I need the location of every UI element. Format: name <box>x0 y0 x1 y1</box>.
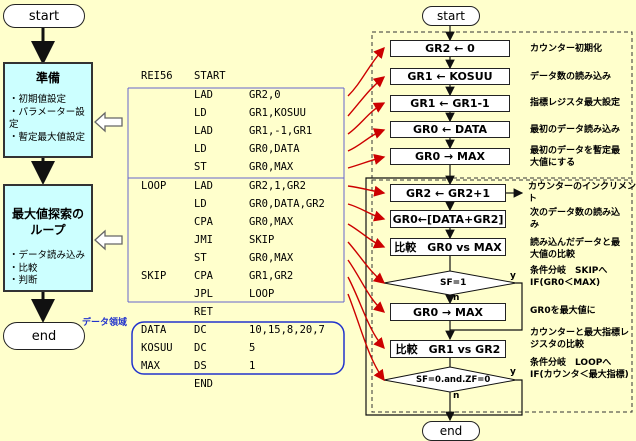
code-op: ST <box>194 161 207 173</box>
code-op: ST <box>194 252 207 264</box>
note: 条件分岐 LOOPへ IF(カウンタ＜最大指標) <box>530 358 629 380</box>
prepare-item: ・パラメーター設定 <box>9 106 85 131</box>
dashed-regions <box>371 31 633 413</box>
code-op: LD <box>194 107 207 119</box>
code-operand: GR0,DATA <box>249 143 300 155</box>
search-loop-block-items: ・データ読み込み ・比較 ・判断 <box>9 250 91 288</box>
code-op: JPL <box>194 288 213 300</box>
note: 次のデータ数の読み込 み <box>530 208 621 230</box>
code-operand: 5 <box>249 342 256 354</box>
code-operand: GR1,GR2 <box>249 270 294 282</box>
decision-loop-no: n <box>453 391 460 401</box>
flow-end-terminal: end <box>422 421 480 441</box>
code-op: RET <box>194 306 213 318</box>
flow-start-terminal: start <box>422 6 480 26</box>
code-operand: SKIP <box>249 234 275 246</box>
flow-box-load-kosuu: GR1 ← KOSUU <box>390 68 510 85</box>
code-outlines <box>127 87 345 303</box>
prepare-block-items: ・初期値設定 ・パラメーター設定 ・暫定最大値設定 <box>9 94 91 144</box>
decision-sf1-label: SF=1 <box>440 278 467 288</box>
code-operand: 10,15,8,20,7 <box>249 324 325 336</box>
code-op: DC <box>194 324 207 336</box>
flow-box-init-gr2: GR2 ← 0 <box>390 40 510 57</box>
note: 最初のデータを暫定最 大値にする <box>530 146 621 168</box>
code-row: MAX DS 1 <box>141 360 255 372</box>
code-to-flow-arrows <box>347 46 386 382</box>
code-operand: LOOP <box>249 288 275 300</box>
code-op: START <box>194 70 226 82</box>
code-operand: GR0,MAX <box>249 161 294 173</box>
note: 最初のデータ読み込み <box>530 125 621 135</box>
decision-loop-label: SF=0.and.ZF=0 <box>416 375 491 385</box>
code-label: LOOP <box>141 180 167 192</box>
code-operand: GR2,1,GR2 <box>249 180 306 192</box>
code-operand: GR0,MAX <box>249 216 294 228</box>
code-header: REI56 START <box>141 70 226 82</box>
code-operand: 1 <box>249 360 256 372</box>
decision-sf1-yes: y <box>510 271 516 281</box>
hollow-arrows <box>94 111 123 251</box>
code-op: DS <box>194 360 207 372</box>
note: カウンターのインクリメント <box>528 182 636 204</box>
code-row: LOOP LAD GR2,1,GR2 <box>141 180 306 192</box>
code-operand: GR0,MAX <box>249 252 294 264</box>
code-op: DC <box>194 342 207 354</box>
flow-box-update-max: GR0 → MAX <box>390 303 506 321</box>
code-row: SKIP CPA GR1,GR2 <box>141 270 293 282</box>
flow-box-inc-gr2: GR2 ← GR2+1 <box>390 184 506 202</box>
code-row: DATA DC 10,15,8,20,7 <box>141 324 325 336</box>
prepare-item: ・暫定最大値設定 <box>9 131 86 143</box>
search-loop-item: ・比較 <box>9 262 38 274</box>
left-start-terminal: start <box>3 4 85 28</box>
flow-box-load-data: GR0 ← DATA <box>390 121 510 138</box>
code-op: LAD <box>194 180 213 192</box>
note: 条件分岐 SKIPへ IF(GR0＜MAX) <box>530 266 608 288</box>
code-op: LD <box>194 143 207 155</box>
code-label: MAX <box>141 360 160 372</box>
left-end-terminal: end <box>3 322 85 350</box>
code-op: CPA <box>194 216 213 228</box>
note: GR0を最大値に <box>530 306 596 316</box>
prepare-block: 準備 ・初期値設定 ・パラメーター設定 ・暫定最大値設定 <box>3 62 93 158</box>
code-op: LD <box>194 198 207 210</box>
code-op: LAD <box>194 125 213 137</box>
code-operand: GR2,0 <box>249 89 281 101</box>
right-flow-lines <box>365 24 524 422</box>
code-operand: GR1,KOSUU <box>249 107 306 119</box>
note: カウンター初期化 <box>530 44 603 54</box>
search-loop-block: 最大値探索の ループ ・データ読み込み ・比較 ・判断 <box>3 184 93 292</box>
search-loop-item: ・データ読み込み <box>9 250 86 261</box>
code-label: REI56 <box>141 70 173 82</box>
code-op: CPA <box>194 270 213 282</box>
note: データ数の読み込み <box>530 72 612 82</box>
decision-loop-yes: y <box>510 367 516 377</box>
flow-box-store-max: GR0 → MAX <box>390 148 510 165</box>
decision-loop-shape <box>383 366 517 393</box>
code-op: END <box>194 378 213 390</box>
code-label: DATA <box>141 324 167 336</box>
prepare-block-title: 準備 <box>35 71 60 85</box>
code-op: JMI <box>194 234 213 246</box>
note: 読み込んだデータと最 大値の比較 <box>530 238 621 260</box>
search-loop-item: ・判断 <box>9 275 38 286</box>
code-label: SKIP <box>141 270 167 282</box>
code-operand: GR0,DATA,GR2 <box>249 198 325 210</box>
flow-box-compare-counter: 比較 GR1 vs GR2 <box>390 340 506 358</box>
code-label: KOSUU <box>141 342 173 354</box>
prepare-item: ・初期値設定 <box>9 94 67 105</box>
note: カウンターと最大指標レ ジスタの比較 <box>530 328 630 350</box>
flow-box-compare-max: 比較 GR0 vs MAX <box>390 238 506 256</box>
data-area-label: データ領域 <box>82 318 128 328</box>
flow-box-load-indexed: GR0←[DATA+GR2] <box>390 210 506 228</box>
data-area-outline <box>131 321 345 375</box>
search-loop-block-title: 最大値探索の ループ <box>11 207 84 237</box>
code-row: KOSUU DC 5 <box>141 342 255 354</box>
decision-sf1-no: n <box>453 293 460 303</box>
note: 指標レジスタ最大設定 <box>530 98 621 108</box>
decision-sf1-shape <box>383 270 517 296</box>
code-operand: GR1,-1,GR1 <box>249 125 313 137</box>
code-op: LAD <box>194 89 213 101</box>
flow-box-dec-gr1: GR1 ← GR1-1 <box>390 95 510 112</box>
